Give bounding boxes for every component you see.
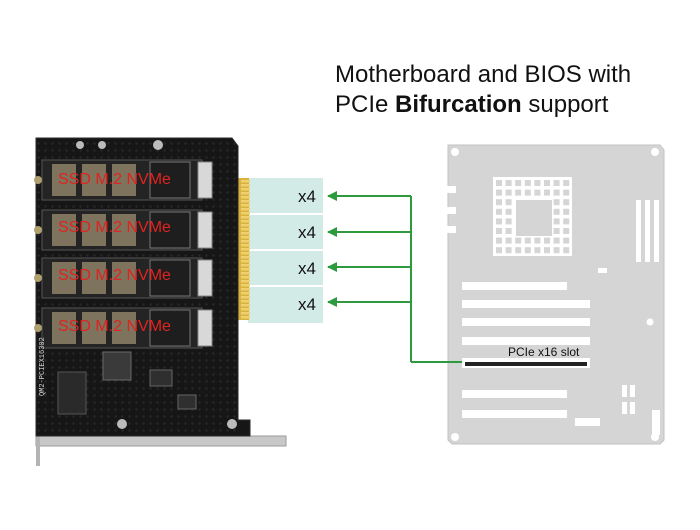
lane-label-1: x4 [298, 187, 316, 206]
heading: Motherboard and BIOS with PCIe Bifurcati… [335, 60, 631, 120]
pcie-card: QM2-PCIEX16302 [34, 137, 287, 466]
heading-line-2-suffix: support [521, 91, 609, 118]
bifurcation-arrows [327, 191, 462, 363]
ssd-label-3: SSD M.2 NVMe [58, 267, 171, 284]
m2-slot-3 [34, 257, 213, 299]
ssd-label-2: SSD M.2 NVMe [58, 219, 171, 236]
m2-slot-2 [34, 209, 213, 251]
lane-bands [248, 178, 323, 323]
pcb-model-text: QM2-PCIEX16302 [39, 337, 47, 396]
lane-label-4: x4 [298, 295, 316, 314]
heading-bifurcation: Bifurcation [395, 91, 522, 118]
lane-label-2: x4 [298, 223, 316, 242]
motherboard [444, 144, 665, 445]
m2-slot-4 [34, 307, 213, 349]
m2-slot-1 [34, 159, 213, 201]
lane-label-3: x4 [298, 259, 316, 278]
heading-line-2-prefix: PCIe [335, 91, 396, 118]
heading-line-2: PCIe Bifurcation support [335, 90, 631, 120]
ssd-label-1: SSD M.2 NVMe [58, 171, 171, 188]
pcie-x16-slot-label: PCIe x16 slot [508, 345, 580, 359]
ssd-label-4: SSD M.2 NVMe [58, 318, 171, 335]
heading-line-1: Motherboard and BIOS with [335, 61, 632, 88]
